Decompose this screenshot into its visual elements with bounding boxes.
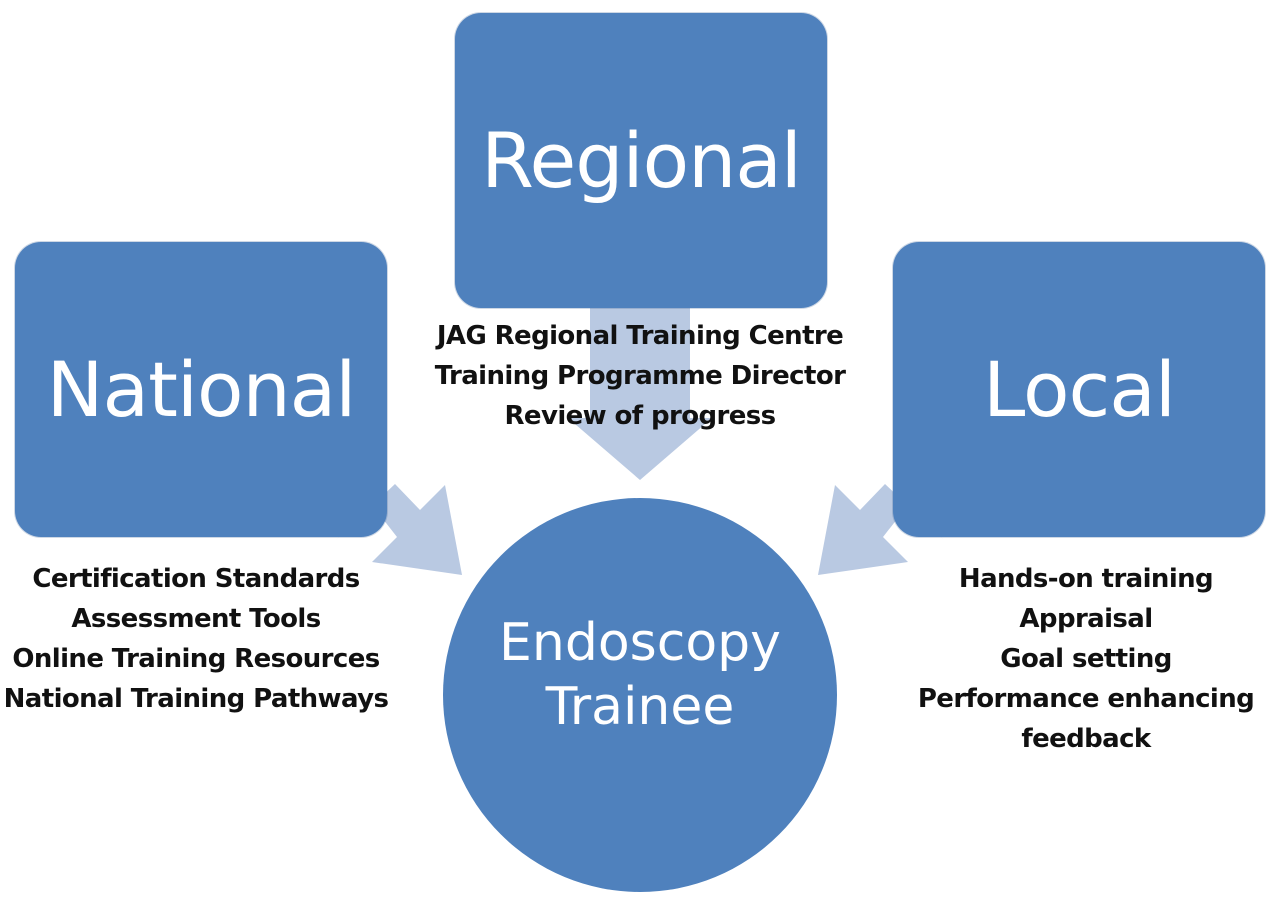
- national-label: National: [46, 345, 357, 434]
- arrow-local-to-trainee: [818, 484, 944, 575]
- local-notes: Hands-on training Appraisal Goal setting…: [900, 559, 1272, 759]
- regional-notes: JAG Regional Training Centre Training Pr…: [420, 316, 860, 436]
- trainee-label-line: Endoscopy: [499, 613, 781, 673]
- national-note: National Training Pathways: [3, 684, 389, 714]
- local-node: Local: [893, 242, 1265, 537]
- local-note: feedback: [1021, 724, 1151, 754]
- arrow-national-to-trainee: [336, 484, 462, 575]
- regional-note: Training Programme Director: [434, 361, 846, 391]
- local-note: Goal setting: [1000, 644, 1172, 674]
- local-note: Appraisal: [1019, 604, 1153, 634]
- national-node: National: [15, 242, 387, 537]
- local-note: Performance enhancing: [917, 684, 1255, 714]
- local-note: Hands-on training: [958, 564, 1214, 594]
- local-label: Local: [983, 345, 1176, 434]
- national-note: Certification Standards: [32, 564, 360, 594]
- national-note: Assessment Tools: [71, 604, 321, 634]
- trainee-label-line: Trainee: [545, 677, 735, 737]
- national-notes: Certification Standards Assessment Tools…: [0, 559, 392, 719]
- endoscopy-trainee-node: Endoscopy Trainee: [443, 498, 837, 892]
- regional-note: JAG Regional Training Centre: [436, 321, 844, 351]
- arrow-regional-to-trainee: [568, 305, 712, 480]
- national-note: Online Training Resources: [12, 644, 380, 674]
- regional-note: Review of progress: [504, 401, 777, 431]
- regional-label: Regional: [481, 116, 802, 205]
- regional-node: Regional: [455, 13, 827, 308]
